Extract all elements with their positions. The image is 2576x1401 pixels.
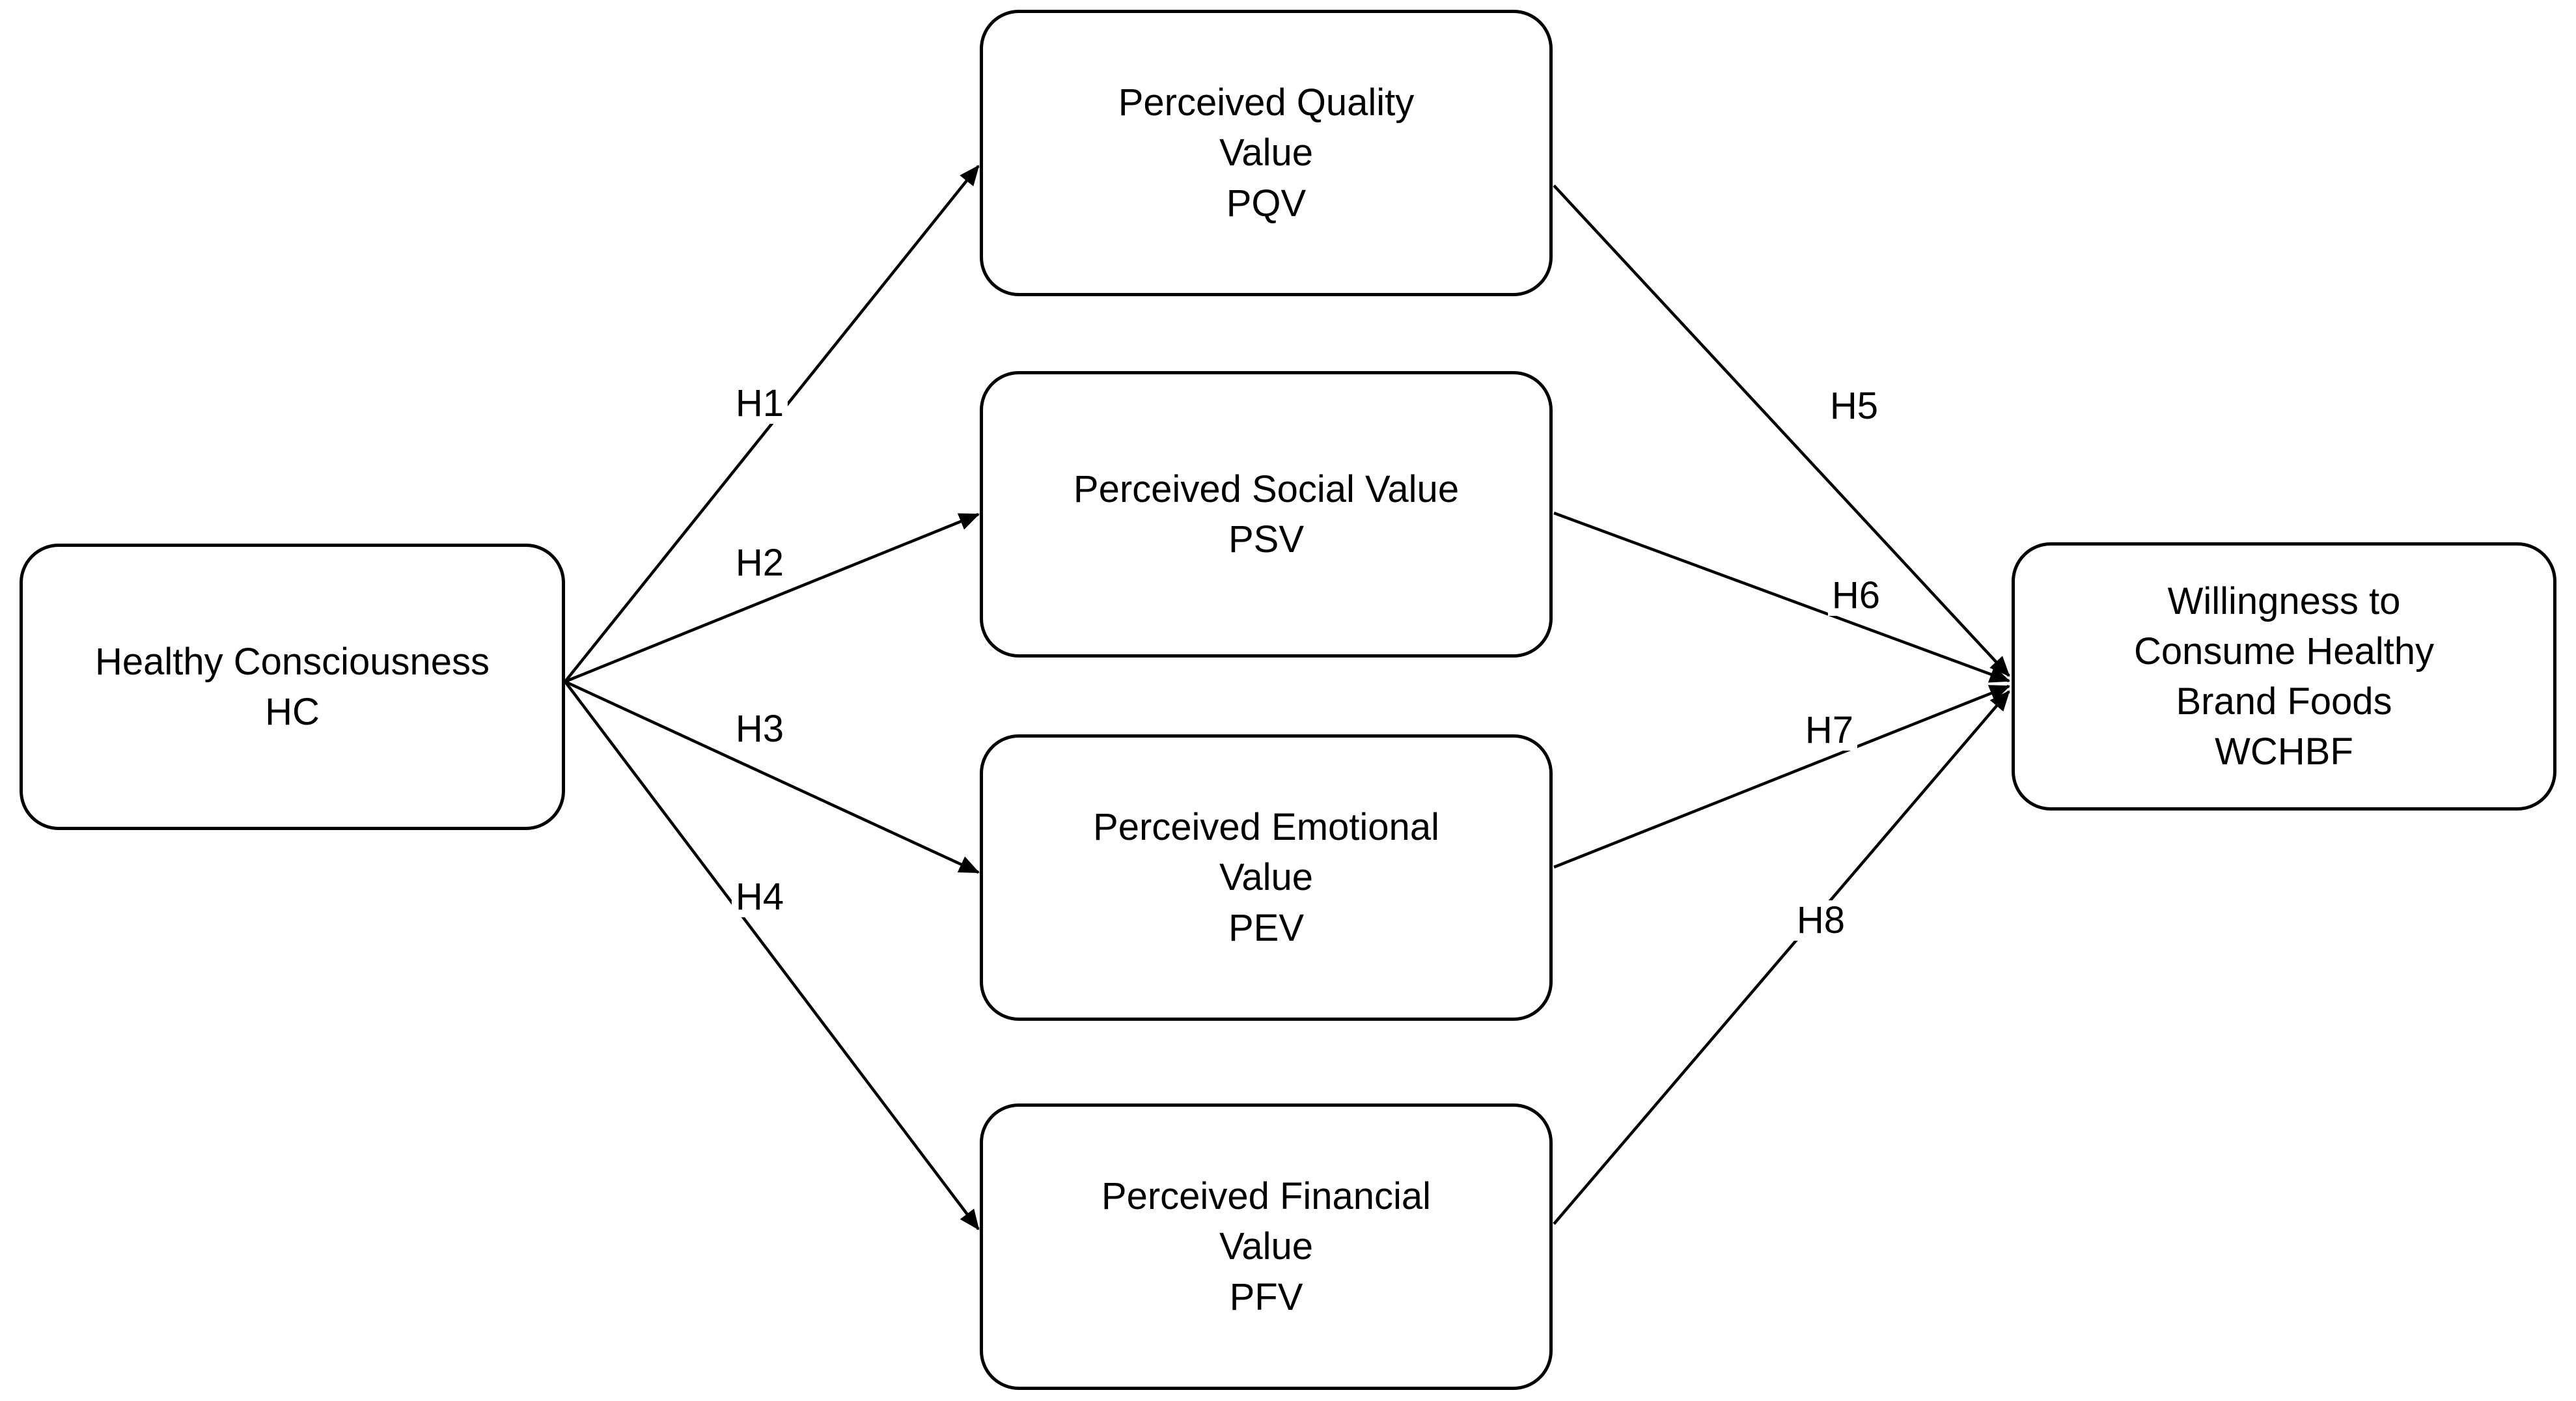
edge-h4-line <box>564 680 980 1230</box>
edge-label-h6: H6 <box>1827 576 1885 616</box>
edge-h8-line <box>1553 690 2010 1225</box>
edge-label-h8: H8 <box>1792 900 1849 941</box>
edge-label-h4: H4 <box>731 877 788 917</box>
edge-label-h2: H2 <box>731 543 788 583</box>
node-perceived-emotional-value-label: Perceived Emotional Value PEV <box>1093 806 1439 949</box>
node-willingness-to-consume: Willingness to Consume Healthy Brand Foo… <box>2012 542 2556 811</box>
node-healthy-consciousness-label: Healthy Consciousness HC <box>94 640 490 733</box>
edge-h6-line <box>1553 511 2011 683</box>
node-willingness-to-consume-label: Willingness to Consume Healthy Brand Foo… <box>2134 579 2434 773</box>
node-perceived-emotional-value: Perceived Emotional Value PEV <box>980 734 1553 1021</box>
node-perceived-social-value: Perceived Social Value PSV <box>980 371 1553 658</box>
edge-label-h7: H7 <box>1801 710 1858 751</box>
edge-label-h3: H3 <box>731 709 788 749</box>
node-perceived-quality-value-label: Perceived Quality Value PQV <box>1118 81 1415 225</box>
edge-h2-line <box>564 512 980 684</box>
node-perceived-quality-value: Perceived Quality Value PQV <box>980 10 1553 296</box>
edge-label-h1: H1 <box>731 383 788 424</box>
node-healthy-consciousness: Healthy Consciousness HC <box>20 544 565 830</box>
edge-h1-line <box>564 165 980 683</box>
edge-h5-line <box>1553 184 2010 677</box>
node-perceived-social-value-label: Perceived Social Value PSV <box>1073 467 1460 561</box>
node-perceived-financial-value-label: Perceived Financial Value PFV <box>1101 1175 1432 1318</box>
node-perceived-financial-value: Perceived Financial Value PFV <box>980 1103 1553 1390</box>
edge-label-h5: H5 <box>1825 386 1883 426</box>
edge-h3-line <box>564 680 980 874</box>
edge-h7-line <box>1553 684 2011 869</box>
